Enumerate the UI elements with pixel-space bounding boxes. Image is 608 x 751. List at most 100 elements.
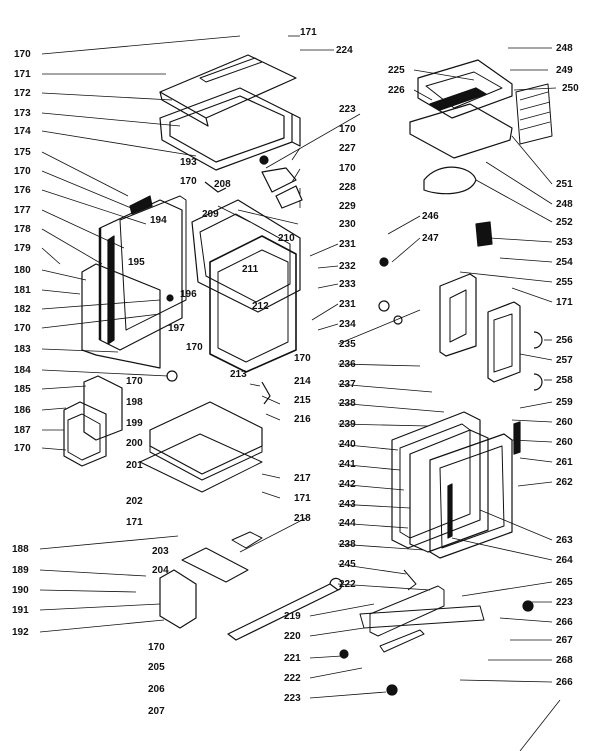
label-262: 262 (556, 477, 573, 488)
label-259: 259 (556, 397, 573, 408)
label-263: 263 (556, 535, 573, 546)
label-204: 204 (152, 565, 169, 576)
label-219: 219 (284, 611, 301, 622)
label-201: 201 (126, 460, 143, 471)
label-184: 184 (14, 365, 31, 376)
label-238: 238 (339, 539, 356, 550)
label-223: 223 (284, 693, 301, 704)
label-202: 202 (126, 496, 143, 507)
left-side-panel-assembly (81, 195, 187, 369)
label-248: 248 (556, 199, 573, 210)
label-171: 171 (294, 493, 311, 504)
label-215: 215 (294, 395, 311, 406)
label-235: 235 (339, 339, 356, 350)
label-214: 214 (294, 376, 311, 387)
label-217: 217 (294, 473, 311, 484)
label-234: 234 (339, 319, 356, 330)
label-237: 237 (339, 379, 356, 390)
label-268: 268 (556, 655, 573, 666)
label-170: 170 (339, 124, 356, 135)
label-205: 205 (148, 662, 165, 673)
label-211: 211 (242, 264, 259, 275)
label-176: 176 (14, 185, 31, 196)
label-248: 248 (556, 43, 573, 54)
label-238: 238 (339, 398, 356, 409)
label-210: 210 (278, 233, 295, 244)
label-178: 178 (14, 224, 31, 235)
label-170: 170 (186, 342, 203, 353)
label-185: 185 (14, 384, 31, 395)
label-260: 260 (556, 437, 573, 448)
label-254: 254 (556, 257, 573, 268)
label-181: 181 (14, 285, 31, 296)
label-264: 264 (556, 555, 573, 566)
label-239: 239 (339, 419, 356, 430)
label-206: 206 (148, 684, 165, 695)
label-230: 230 (339, 219, 356, 230)
label-244: 244 (339, 518, 356, 529)
label-231: 231 (339, 239, 356, 250)
label-170: 170 (294, 353, 311, 364)
label-240: 240 (339, 439, 356, 450)
label-243: 243 (339, 499, 356, 510)
oven-door-assembly (391, 411, 521, 559)
label-182: 182 (14, 304, 31, 315)
label-247: 247 (422, 233, 439, 244)
label-250: 250 (562, 83, 579, 94)
label-196: 196 (180, 289, 197, 300)
label-226: 226 (388, 85, 405, 96)
label-220: 220 (284, 631, 301, 642)
label-189: 189 (12, 565, 29, 576)
label-186: 186 (14, 405, 31, 416)
label-258: 258 (556, 375, 573, 386)
long-rail (227, 577, 485, 641)
label-221: 221 (284, 653, 301, 664)
label-252: 252 (556, 217, 573, 228)
label-170: 170 (180, 176, 197, 187)
label-229: 229 (339, 201, 356, 212)
label-198: 198 (126, 397, 143, 408)
label-197: 197 (168, 323, 185, 334)
label-224: 224 (336, 45, 353, 56)
top-cover (159, 54, 297, 127)
label-228: 228 (339, 182, 356, 193)
lower-right-brackets (339, 569, 534, 696)
label-222: 222 (284, 673, 301, 684)
label-170: 170 (14, 49, 31, 60)
small-parts (166, 155, 303, 405)
label-194: 194 (150, 215, 167, 226)
label-260: 260 (556, 417, 573, 428)
label-171: 171 (300, 27, 317, 38)
label-241: 241 (339, 459, 356, 470)
label-195: 195 (128, 257, 145, 268)
inner-window-frame (209, 235, 297, 373)
label-170: 170 (14, 166, 31, 177)
label-212: 212 (252, 301, 269, 312)
label-223: 223 (339, 104, 356, 115)
label-266: 266 (556, 677, 573, 688)
inner-door-frame (191, 199, 301, 313)
label-174: 174 (14, 126, 31, 137)
label-183: 183 (14, 344, 31, 355)
label-209: 209 (202, 209, 219, 220)
label-213: 213 (230, 369, 247, 380)
label-236: 236 (339, 359, 356, 370)
label-175: 175 (14, 147, 31, 158)
label-208: 208 (214, 179, 231, 190)
label-231: 231 (339, 299, 356, 310)
label-261: 261 (556, 457, 573, 468)
label-171: 171 (126, 517, 143, 528)
label-218: 218 (294, 513, 311, 524)
label-191: 191 (12, 605, 29, 616)
label-179: 179 (14, 243, 31, 254)
label-193: 193 (180, 157, 197, 168)
label-245: 245 (339, 559, 356, 570)
label-222: 222 (339, 579, 356, 590)
label-170: 170 (339, 163, 356, 174)
label-171: 171 (14, 69, 31, 80)
label-200: 200 (126, 438, 143, 449)
label-265: 265 (556, 577, 573, 588)
label-192: 192 (12, 627, 29, 638)
label-267: 267 (556, 635, 573, 646)
